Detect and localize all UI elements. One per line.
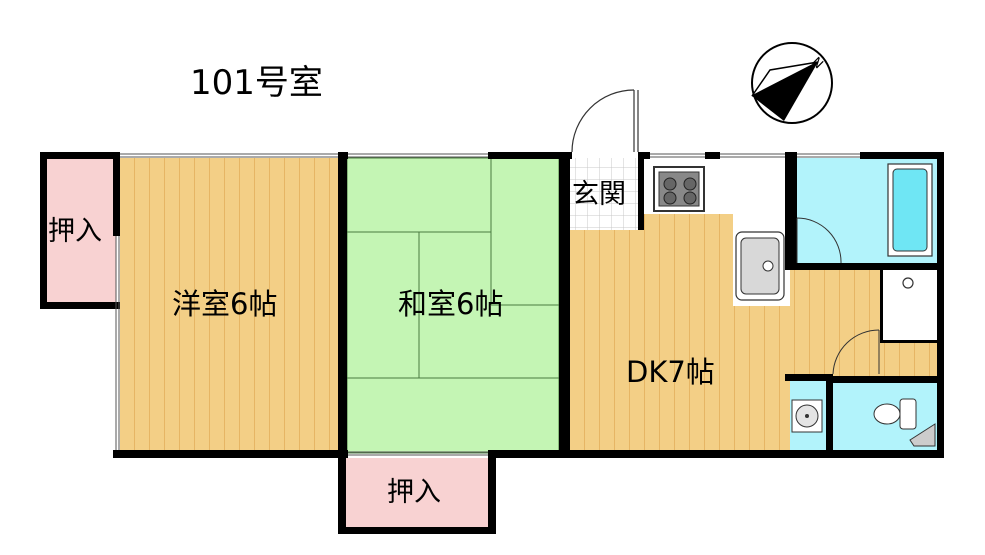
japanese-room-label: 和室6帖 bbox=[398, 287, 504, 321]
dk-label: DK7帖 bbox=[626, 355, 715, 389]
toilet-icon bbox=[873, 398, 936, 447]
entrance-door bbox=[571, 89, 639, 153]
tatami-mats bbox=[346, 157, 560, 454]
closet-left-label: 押入 bbox=[48, 216, 102, 247]
closet-bottom-fill bbox=[345, 458, 488, 528]
western-room-label: 洋室6帖 bbox=[172, 287, 278, 321]
compass-icon bbox=[751, 42, 833, 124]
washbasin-icon bbox=[791, 399, 823, 433]
western-room-floor bbox=[120, 158, 341, 453]
closet-left-fill bbox=[44, 158, 116, 306]
page-title: 101号室 bbox=[190, 63, 323, 103]
sink-icon bbox=[735, 231, 785, 301]
bath-door bbox=[796, 217, 842, 264]
entrance-label: 玄関 bbox=[572, 179, 626, 210]
closet-bottom-label: 押入 bbox=[387, 477, 441, 508]
stove-icon bbox=[653, 166, 705, 212]
entrance-tile bbox=[570, 158, 638, 230]
washer-drain-icon bbox=[902, 277, 914, 289]
walls bbox=[40, 152, 944, 534]
bathtub-icon bbox=[887, 163, 933, 257]
toilet-door bbox=[832, 329, 880, 375]
dk-floor bbox=[570, 214, 937, 453]
windows bbox=[115, 153, 860, 456]
